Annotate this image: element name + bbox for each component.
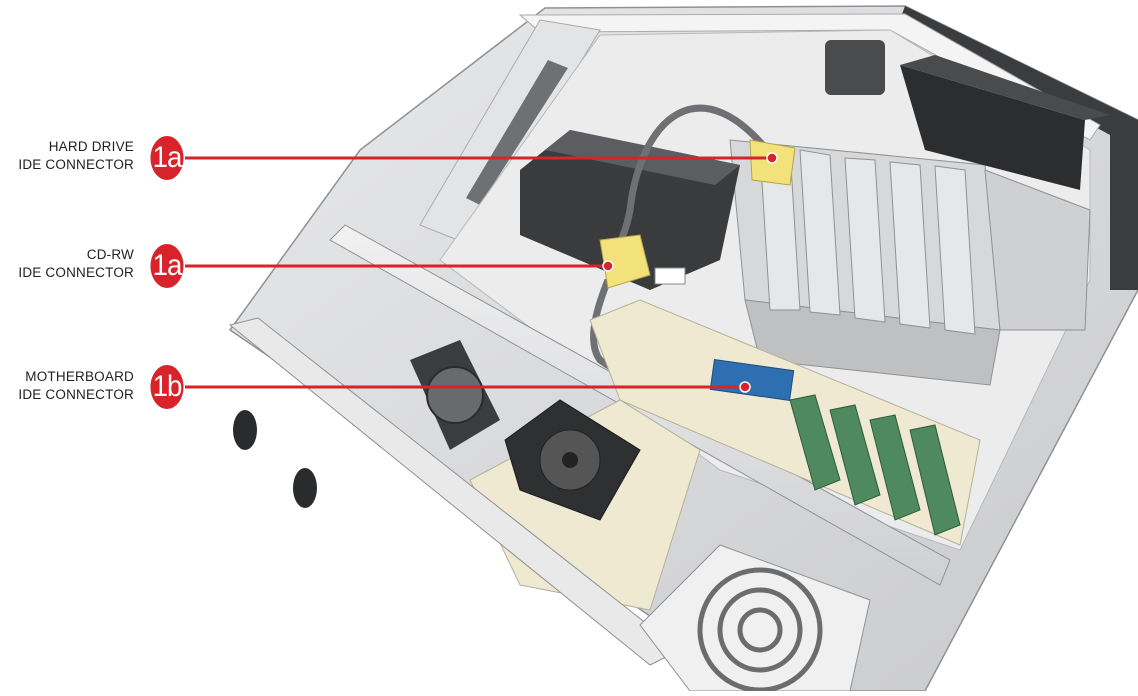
callout-label-line1: CD-RW [86, 247, 134, 262]
ide-connector-cdrw [599, 234, 686, 289]
callout-badge-cdrw: 1a [150, 244, 184, 288]
callout-label-line1: HARD DRIVE [48, 139, 134, 154]
callout-label-line1: MOTHERBOARD [25, 369, 134, 384]
chassis-right-edge [900, 6, 1138, 290]
callout-label-line2: IDE CONNECTOR [18, 157, 134, 172]
expansion-cards [789, 394, 961, 536]
callout-label-cdrw: CD-RW IDE CONNECTOR [18, 246, 134, 282]
motherboard-ide-connector [709, 359, 795, 401]
callout-dot-harddrive [766, 152, 778, 164]
callout-badge-harddrive: 1a [150, 136, 184, 180]
psu-fan-grille [639, 544, 871, 693]
power-supply-box [900, 55, 1110, 190]
callout-label-motherboard: MOTHERBOARD IDE CONNECTOR [18, 368, 134, 404]
top-drive-bracket [825, 40, 885, 95]
callout-dot-motherboard [739, 381, 751, 393]
callout-label-line2: IDE CONNECTOR [18, 265, 134, 280]
drive-bay-cage [729, 139, 1091, 386]
callout-dot-cdrw [602, 260, 614, 272]
handle-slot [466, 60, 568, 205]
rear-case-fan [410, 340, 500, 450]
callout-label-harddrive: HARD DRIVE IDE CONNECTOR [18, 138, 134, 174]
front-bezel-knobs [233, 410, 317, 508]
cpu-fan [504, 399, 641, 521]
callout-badge-motherboard: 1b [150, 365, 184, 409]
callout-label-line2: IDE CONNECTOR [18, 387, 134, 402]
